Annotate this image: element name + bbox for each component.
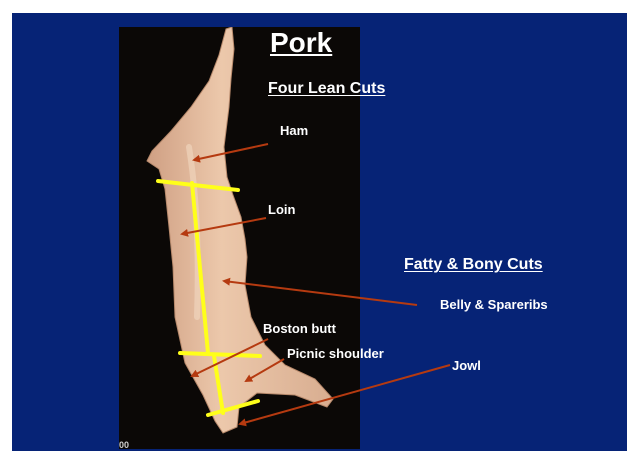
photo-corner-text: 00 [119,440,129,450]
cut-line-ham-loin [158,181,238,190]
label-boston-butt: Boston butt [263,321,336,336]
arrow-picnic [246,359,284,381]
lean-cuts-heading: Four Lean Cuts [268,80,385,98]
slide: Pork Four Lean Cuts Fatty & Bony Cuts Ha… [12,13,627,451]
slide-title: Pork [270,27,332,59]
label-belly-spareribs: Belly & Spareribs [440,297,548,312]
label-picnic-shoulder: Picnic shoulder [287,346,384,361]
arrow-belly [224,281,417,305]
cut-line-shoulder [180,353,260,356]
cut-line-vertical [192,183,208,353]
cut-lines-and-arrows [12,13,627,451]
label-jowl: Jowl [452,358,481,373]
arrow-jowl [240,365,450,424]
fatty-bony-cuts-heading: Fatty & Bony Cuts [404,256,543,274]
yellow-cut-lines [158,181,260,415]
label-loin: Loin [268,202,295,217]
cut-line-jowl [208,401,258,415]
pointer-arrows [182,144,450,424]
arrow-ham [194,144,268,160]
label-ham: Ham [280,123,308,138]
